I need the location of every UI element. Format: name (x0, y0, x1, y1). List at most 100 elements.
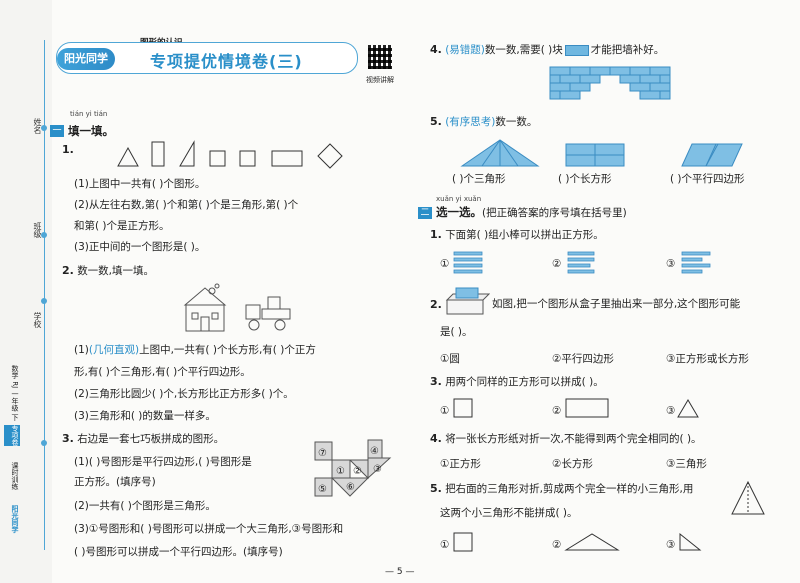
box-figure (445, 287, 490, 315)
q5-caption-2: ( )个长方形 (558, 173, 612, 185)
s1-option-2: ② (552, 258, 562, 270)
s4-option-2: ②长方形 (552, 458, 593, 470)
s4-text: 4. 将一张长方形纸对折一次,不能得到两个完全相同的( )。 (430, 432, 702, 446)
section2-note: (把正确答案的序号填在括号里) (482, 207, 627, 219)
s2-text-1: 如图,把一个图形从盒子里抽出来一部分,这个图形可能 (492, 298, 741, 310)
q5-figures (460, 139, 743, 167)
q2-line-2: 形,有( )个三角形,有( )个平行四边形。 (74, 366, 251, 378)
q4-text-1: 数一数,需要( )块 (484, 44, 563, 56)
margin-dot (41, 440, 47, 446)
q1-line-3: 和第( )个是正方形。 (74, 220, 170, 232)
s2-text-2: 是( )。 (440, 326, 473, 338)
s4-option-3: ③三角形 (666, 458, 707, 470)
s3-option-1: ① (440, 405, 450, 417)
tangram-piece-label: ③ (373, 464, 382, 475)
q5-caption-1: ( )个三角形 (452, 173, 506, 185)
grade-label: 数学 RJ 一年级 下 (11, 365, 19, 421)
q2-line1-prefix: (1) (74, 344, 89, 356)
tangram-bird-figure: ⑦ ① ② ④ ③ ⑥ ⑤ (314, 439, 392, 497)
q3-line-5: ( )号图形可以拼成一个平行四边形。(填序号) (74, 546, 283, 558)
s1-option-3: ③ (666, 258, 676, 270)
s5-option-3: ③ (666, 539, 676, 551)
brand-logo: 阳光同学 (57, 48, 115, 70)
q4-text-2: 才能把墙补好。 (590, 44, 665, 56)
page-number: — 5 — (385, 567, 415, 577)
s5-text-body: 把右面的三角形对折,剪成两个完全一样的小三角形,用 (445, 483, 694, 495)
page-title: 专项提优情境卷(三) (150, 52, 303, 71)
triangle-shape (117, 146, 139, 167)
s5-option-shapes (453, 532, 702, 552)
q2-tag: (几何直观) (88, 344, 140, 356)
s5-triangle-figure (731, 480, 765, 515)
s4-option-1: ①正方形 (440, 458, 481, 470)
q3-line-3: (2)一共有( )个图形是三角形。 (74, 500, 216, 512)
q5-number: 5. (430, 115, 442, 128)
margin-line (44, 40, 45, 550)
q3-stem: 3. 右边是一套七巧板拼成的图形。 (62, 432, 224, 446)
section1-heading: 一填一填。 (50, 120, 114, 139)
section1-title: 填一填。 (68, 124, 114, 138)
rectangle-shape (271, 150, 303, 167)
section2-title: 选一选。 (436, 205, 482, 219)
q3-line-4: (3)①号图形和( )号图形可以拼成一个大三角形,③号图形和 (74, 523, 344, 535)
section1-pinyin: tián yi tián (70, 110, 108, 118)
binding-margin (0, 0, 52, 583)
stick-groups-figure (453, 251, 711, 274)
q5-tag: (有序思考) (445, 116, 496, 128)
q2-line-1: (1)(几何直观)上图中,一共有( )个长方形,有( )个正方 (74, 343, 316, 357)
s3-number: 3. (430, 375, 442, 388)
class-label: 班级 (33, 222, 42, 238)
square-shape (209, 150, 226, 167)
s3-option-shapes (453, 398, 699, 418)
q3-line-1: (1)( )号图形是平行四边形,( )号图形是 (74, 456, 252, 468)
q4-text: 4. (易错题)数一数,需要( )块才能把墙补好。 (430, 43, 664, 57)
q2-number: 2. (62, 264, 74, 277)
s5-option-2: ② (552, 539, 562, 551)
tangram-piece-label: ⑥ (346, 482, 355, 493)
spine-tag: 专项卷 (4, 425, 20, 446)
section1-badge: 一 (50, 124, 64, 137)
q1-line-4: (3)正中间的一个图形是( )。 (74, 241, 206, 253)
q2-line-4: (3)三角形和( )的数量一样多。 (74, 410, 216, 422)
section2-pinyin: xuǎn yi xuǎn (436, 195, 482, 203)
q1-line-1: (1)上图中一共有( )个图形。 (74, 178, 206, 190)
s5-text: 5. 把右面的三角形对折,剪成两个完全一样的小三角形,用 (430, 482, 693, 496)
s1-option-1: ① (440, 258, 450, 270)
section2-heading: 二选一选。(把正确答案的序号填在括号里) (418, 205, 627, 220)
rectangle-shape (151, 141, 165, 167)
qr-caption: 视频讲解 (366, 76, 394, 84)
q5-text-body: 数一数。 (495, 116, 538, 128)
s1-text: 1. 下面第( )组小棒可以拼出正方形。 (430, 228, 604, 242)
s4-text-body: 将一张长方形纸对折一次,不能得到两个完全相同的( )。 (445, 433, 702, 445)
school-label: 学校 (33, 312, 42, 328)
diamond-shape (317, 143, 343, 169)
house-and-cart-figure (183, 283, 291, 332)
q3-line-2: 正方形。(填序号) (74, 476, 156, 488)
s3-option-2: ② (552, 405, 562, 417)
q2-stem: 2. 数一数,填一填。 (62, 264, 154, 278)
tangram-piece-label: ⑦ (318, 448, 327, 459)
q3-number: 3. (62, 432, 74, 445)
qr-code-icon[interactable] (368, 45, 392, 69)
s4-number: 4. (430, 432, 442, 445)
q2-line1-text: 上图中,一共有( )个长方形,有( )个正方 (139, 344, 316, 356)
section2-badge: 二 (418, 207, 432, 219)
brick-wall-figure (549, 66, 671, 100)
q5-caption-3: ( )个平行四边形 (670, 173, 745, 185)
s3-text: 3. 用两个同样的正方形可以拼成( )。 (430, 375, 604, 389)
q4-tag: (易错题) (445, 44, 485, 56)
tangram-piece-label: ⑤ (318, 484, 327, 495)
right-triangle-shape (179, 140, 195, 167)
tangram-piece-label: ④ (370, 446, 379, 457)
s5-number: 5. (430, 482, 442, 495)
s3-option-3: ③ (666, 405, 676, 417)
brand-spine: 阳光同学 (11, 505, 19, 533)
q1-number: 1. (62, 143, 74, 156)
s5-option-1: ① (440, 539, 450, 551)
square-shape (239, 150, 256, 167)
name-label: 姓名 (33, 118, 42, 134)
q1-line-2: (2)从左往右数,第( )个和第( )个是三角形,第( )个 (74, 199, 299, 211)
q3-stem-text: 右边是一套七巧板拼成的图形。 (77, 433, 225, 445)
s1-number: 1. (430, 228, 442, 241)
